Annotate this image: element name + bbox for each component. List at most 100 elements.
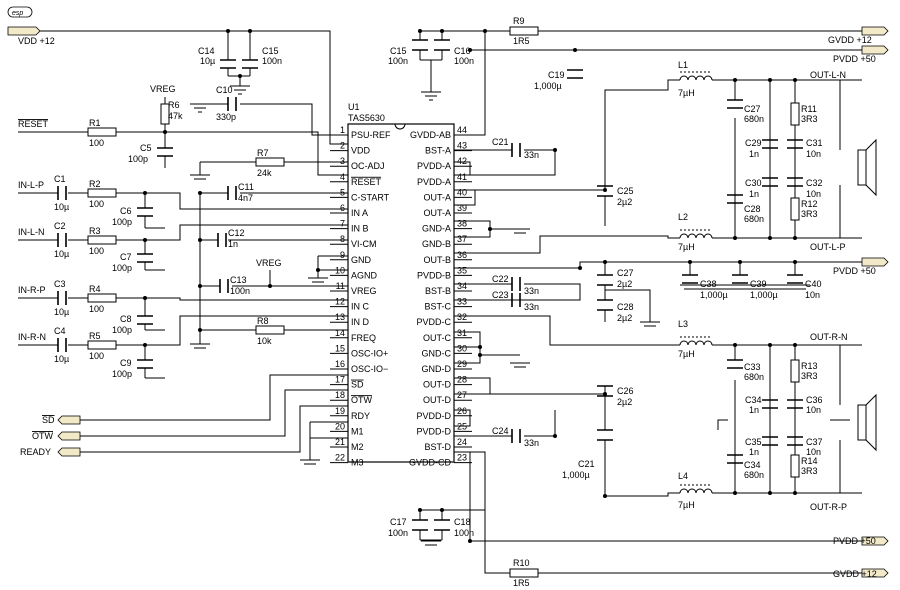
ic-pin-number: 6 [340, 203, 345, 213]
svg-text:3R3: 3R3 [801, 466, 818, 476]
svg-text:C22: C22 [492, 274, 509, 284]
ic-pin-number: 43 [457, 141, 467, 151]
ic-pin-number: 5 [340, 187, 345, 197]
svg-text:C24: C24 [492, 426, 509, 436]
ic-pin-name: IN D [351, 317, 370, 327]
svg-text:2µ2: 2µ2 [617, 197, 632, 207]
svg-text:C6: C6 [120, 206, 132, 216]
svg-text:7µH: 7µH [678, 500, 695, 510]
svg-text:C13: C13 [230, 275, 247, 285]
svg-text:2µ2: 2µ2 [617, 313, 632, 323]
svg-text:C37: C37 [806, 437, 823, 447]
svg-text:680n: 680n [744, 470, 764, 480]
ic-pin-number: 21 [335, 437, 345, 447]
ic-pin-number: 32 [457, 312, 467, 322]
svg-text:1,000µ: 1,000µ [562, 470, 590, 480]
ic-pin-number: 12 [335, 297, 345, 307]
ic-pin-name: OTW [351, 395, 372, 405]
svg-text:100: 100 [89, 304, 104, 314]
svg-text:3R3: 3R3 [801, 371, 818, 381]
svg-text:R12: R12 [801, 199, 818, 209]
ic-pin-name: GVDD-CD [409, 458, 451, 468]
svg-text:24k: 24k [257, 168, 272, 178]
svg-text:L1: L1 [678, 60, 688, 70]
ic-pin-number: 29 [457, 359, 467, 369]
ic-pin-number: 4 [340, 172, 345, 182]
label-in-r-n: IN-R-N [18, 332, 46, 342]
svg-text:R8: R8 [257, 316, 269, 326]
svg-text:100n: 100n [388, 528, 408, 538]
svg-text:C33: C33 [744, 362, 761, 372]
svg-text:680n: 680n [744, 214, 764, 224]
ic-pin-number: 7 [340, 219, 345, 229]
ic-pin-number: 14 [335, 328, 345, 338]
svg-text:C12: C12 [228, 228, 245, 238]
ic-pin-name: PVDD-C [416, 317, 451, 327]
svg-text:10k: 10k [257, 336, 272, 346]
svg-text:1,000µ: 1,000µ [534, 81, 562, 91]
svg-text:R11: R11 [801, 104, 817, 114]
ic-pin-number: 17 [335, 375, 345, 385]
ic-pin-number: 1 [340, 125, 345, 135]
svg-text:100: 100 [89, 351, 104, 361]
svg-text:1n: 1n [749, 189, 759, 199]
svg-text:C29: C29 [745, 138, 762, 148]
ic-pin-number: 20 [335, 421, 345, 431]
svg-text:C17: C17 [390, 517, 407, 527]
svg-text:10n: 10n [806, 149, 821, 159]
svg-text:10µ: 10µ [54, 307, 69, 317]
svg-text:C34: C34 [745, 395, 762, 405]
ic-pin-name: GND [351, 255, 372, 265]
label-reset: RESET [18, 119, 49, 129]
svg-text:R14: R14 [801, 456, 818, 466]
svg-text:47k: 47k [168, 111, 183, 121]
svg-text:10µ: 10µ [54, 249, 69, 259]
svg-text:7µH: 7µH [678, 349, 695, 359]
svg-text:C18: C18 [454, 517, 471, 527]
svg-text:R13: R13 [801, 361, 818, 371]
svg-text:1R5: 1R5 [513, 36, 530, 46]
svg-text:L4: L4 [678, 471, 688, 481]
svg-text:1,000µ: 1,000µ [750, 290, 778, 300]
svg-text:C15: C15 [390, 46, 407, 56]
svg-text:100n: 100n [454, 56, 474, 66]
svg-text:1n: 1n [749, 447, 759, 457]
svg-text:100n: 100n [454, 528, 474, 538]
svg-text:C1: C1 [54, 174, 66, 184]
ic-pin-number: 8 [340, 234, 345, 244]
svg-text:3R3: 3R3 [801, 114, 818, 124]
ic-pin-name: BST-B [425, 286, 451, 296]
svg-text:C19: C19 [548, 70, 565, 80]
ic-pin-number: 13 [335, 312, 345, 322]
svg-text:10µ: 10µ [54, 202, 69, 212]
svg-text:100: 100 [89, 138, 104, 148]
svg-text:2µ2: 2µ2 [617, 397, 632, 407]
ic-pin-name: OUT-C [423, 333, 451, 343]
ic-pin-name: OUT-A [423, 208, 451, 218]
ic-pin-number: 24 [457, 437, 467, 447]
ic-pin-number: 37 [457, 234, 467, 244]
svg-text:C2: C2 [54, 221, 66, 231]
svg-text:1,000µ: 1,000µ [700, 290, 728, 300]
ic-pin-name: PVDD-B [417, 270, 451, 280]
svg-text:C39: C39 [750, 279, 767, 289]
svg-text:C16: C16 [454, 46, 471, 56]
ic-pin-number: 41 [457, 172, 467, 182]
ic-pin-number: 35 [457, 265, 467, 275]
resistors [87, 26, 800, 578]
svg-text:100: 100 [89, 199, 104, 209]
svg-text:C14: C14 [198, 46, 215, 56]
svg-text:10n: 10n [806, 405, 821, 415]
svg-text:33n: 33n [524, 438, 539, 448]
ic-pin-name: OSC-IO− [351, 364, 388, 374]
label-sd: SD [42, 415, 55, 425]
svg-text:C35: C35 [745, 437, 762, 447]
svg-text:R10: R10 [513, 558, 530, 568]
svg-text:100p: 100p [128, 154, 148, 164]
svg-text:C21: C21 [578, 459, 595, 469]
svg-text:100n: 100n [388, 56, 408, 66]
svg-text:C5: C5 [140, 143, 152, 153]
svg-text:33n: 33n [524, 286, 539, 296]
ic-pin-name: SD [351, 380, 364, 390]
